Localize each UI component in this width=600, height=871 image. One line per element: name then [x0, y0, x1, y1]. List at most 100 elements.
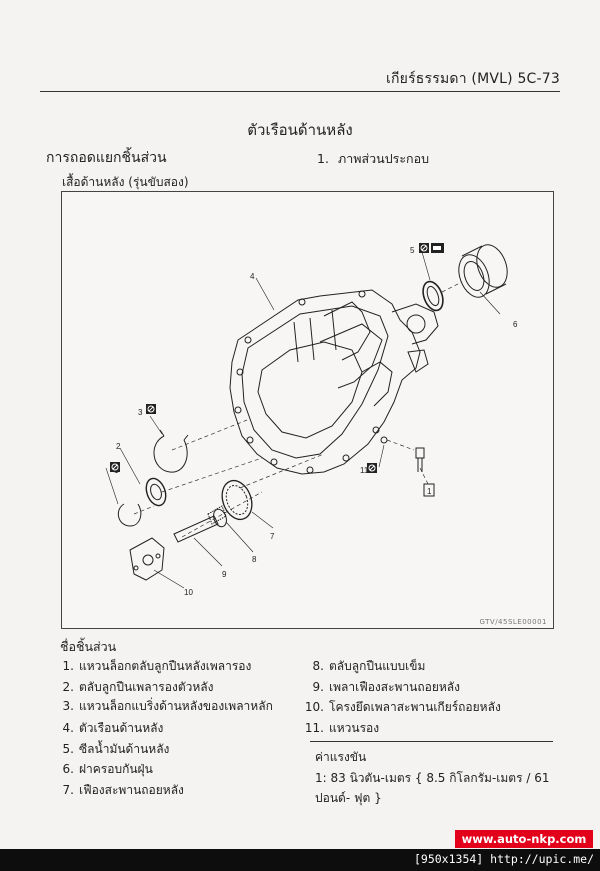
needle-bearing [207, 505, 227, 525]
item-number: 9. [312, 679, 324, 694]
bolt-hole [342, 454, 350, 462]
item-number: 11. [304, 720, 324, 735]
housing-cavity [257, 341, 363, 439]
idler-gear-teeth [225, 484, 249, 516]
bracket-hole [142, 554, 154, 566]
dust-cover-front [458, 254, 490, 298]
leader-lines [105, 251, 501, 589]
bolt-hole [234, 406, 242, 414]
washer [380, 436, 388, 444]
dust-cover-sides [461, 245, 507, 295]
housing-bore [406, 314, 426, 334]
parts-title: ชื่อชิ้นส่วน [60, 639, 117, 654]
image-host-footer: [950x1354] http://upic.me/ [0, 849, 600, 871]
replace-part-icon [146, 404, 156, 414]
idler-gear-hub [213, 508, 227, 528]
replace-part-icon [110, 462, 120, 472]
section-heading: การถอดแยกชิ้นส่วน [46, 150, 167, 166]
list-item: 3.แหวนล็อกแบริ่งด้านหลังของเพลาหลัก [52, 697, 282, 718]
subheading-text: ภาพส่วนประกอบ [338, 151, 430, 166]
item-text: ฝาครอบกันฝุ่น [79, 762, 153, 776]
label-5: 5 [410, 246, 415, 255]
label-10: 10 [184, 588, 193, 597]
label-torque-1: 1 [427, 487, 432, 496]
bearing-inner [150, 483, 162, 501]
item-text: เฟืองสะพานถอยหลัง [79, 782, 184, 797]
dust-cover-back [476, 244, 508, 288]
label-2: 2 [116, 442, 121, 451]
part-labels: 1 2 3 4 5 6 7 8 9 10 11 1 [114, 246, 518, 597]
list-item: 11. แหวนรอง [302, 718, 542, 739]
section-subheading: 1. ภาพส่วนประกอบ [317, 149, 429, 169]
label-6: 6 [513, 320, 518, 329]
parts-list-left: 1. แหวนล็อกตลับลูกปืนหลังเพลารอง 2.ตลับลู… [52, 656, 282, 800]
item-text: ตัวเรือนด้านหลัง [79, 721, 164, 735]
label-8: 8 [252, 555, 257, 564]
item-number: 3. [62, 699, 74, 713]
torque-rule [310, 741, 553, 742]
list-item: 5.ซีลน้ำมันด้านหลัง [52, 739, 282, 760]
list-item: 4. ตัวเรือนด้านหลัง [52, 718, 282, 739]
label-7: 7 [270, 532, 275, 541]
list-item: 1. แหวนล็อกตลับลูกปืนหลังเพลารอง [52, 656, 282, 677]
diagram-drawing: 1 2 3 4 5 6 7 8 9 10 11 1 [105, 243, 518, 597]
list-item: 6. ฝาครอบกันฝุ่น [52, 759, 282, 780]
subheading-number: 1. [317, 151, 329, 166]
item-number: 10. [304, 700, 324, 714]
item-number: 1. [62, 659, 74, 673]
item-text: ตลับลูกปืนแบบเข็ม [329, 659, 426, 673]
item-number: 2. [62, 679, 74, 694]
item-text: แหวนรอง [329, 720, 380, 735]
item-number: 4. [62, 721, 74, 735]
list-item: 10. โครงยึดเพลาสะพานเกียร์ถอยหลัง [302, 697, 542, 718]
item-text: แหวนล็อกตลับลูกปืนหลังเพลารอง [79, 659, 252, 673]
list-item: 7. เฟืองสะพานถอยหลัง [52, 780, 282, 801]
snap-ring-tabs [159, 429, 189, 441]
label-3: 3 [138, 408, 143, 417]
bracket-bolt [155, 553, 161, 559]
website-banner: www.auto-nkp.com [455, 830, 593, 848]
exploded-diagram: 1 2 3 4 5 6 7 8 9 10 11 1 [61, 191, 554, 629]
housing-extension [391, 303, 439, 345]
bracket-bolt [133, 565, 139, 571]
figure-caption: เสื้อด้านหลัง (รุ่นขับสอง) [62, 175, 189, 189]
bolt-hole [244, 336, 252, 344]
guide-lines [133, 281, 463, 538]
parts-list-right: 8.ตลับลูกปืนแบบเข็ม 9.เพลาเฟืองสะพานถอยห… [302, 656, 542, 738]
label-11: 11 [360, 466, 369, 475]
bearing [145, 477, 167, 507]
footer-text: [950x1354] http://upic.me/ [413, 852, 594, 866]
housing-boss [407, 349, 429, 373]
list-item: 9.เพลาเฟืองสะพานถอยหลัง [302, 677, 542, 698]
figure-code: GTV/45SLE00001 [479, 618, 547, 626]
item-number: 6. [62, 762, 74, 776]
housing-outline [229, 289, 421, 475]
housing-rib [319, 323, 383, 389]
bolt-hole [372, 426, 380, 434]
torque-spec: 1: 83 นิวตัน-เมตร { 8.5 กิโลกรัม-เมตร / … [315, 771, 550, 805]
housing-rib [361, 361, 393, 407]
idler-bracket [129, 537, 165, 581]
item-text: โครงยึดเพลาสะพานเกียร์ถอยหลัง [329, 700, 501, 714]
oil-seal-inner [426, 285, 440, 307]
housing-inner [241, 305, 389, 459]
header-rule [40, 91, 560, 92]
snap-ring [153, 435, 188, 473]
idler-shaft [173, 515, 219, 543]
item-number: 5. [62, 741, 74, 756]
idler-gear [221, 479, 253, 521]
oil-seal [422, 280, 444, 312]
bolt-hole [270, 458, 278, 466]
label-4: 4 [250, 272, 255, 281]
bolt-hole [306, 466, 314, 474]
bolt-hole [236, 368, 244, 376]
page-header: เกียร์ธรรมดา (MVL) 5C-73 [386, 71, 560, 87]
item-number: 7. [62, 782, 74, 797]
replace-part-icon [367, 463, 377, 473]
housing-ribs [293, 309, 337, 363]
list-item: 8.ตลับลูกปืนแบบเข็ม [302, 656, 542, 677]
replace-part-icon [419, 243, 429, 253]
list-item: 2.ตลับลูกปืนเพลารองตัวหลัง [52, 677, 282, 698]
dust-cover-bore [463, 261, 485, 291]
